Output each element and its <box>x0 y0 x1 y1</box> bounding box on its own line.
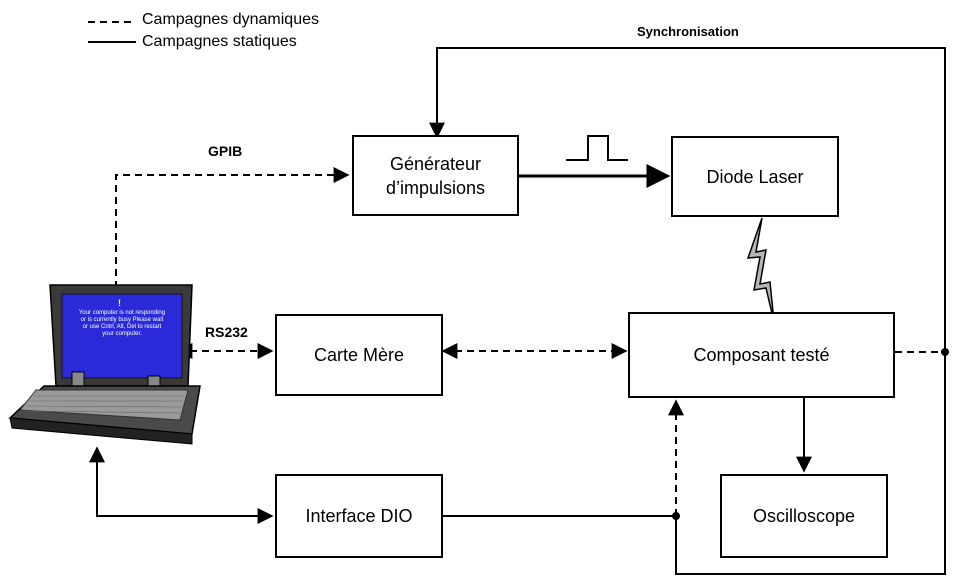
laptop-screen-message: Your computer is not responding or is cu… <box>78 310 166 337</box>
synchronisation-label: Synchronisation <box>637 24 739 39</box>
generateur-box: Générateur d’impulsions <box>352 135 519 216</box>
laptop-to-dio-link <box>89 446 274 524</box>
laptop-icon <box>8 284 201 445</box>
legend-dynamic-label: Campagnes dynamiques <box>142 11 319 28</box>
diode-laser-box: Diode Laser <box>671 136 839 217</box>
legend-static-label: Campagnes statiques <box>142 33 297 50</box>
junction-dot <box>941 348 949 356</box>
gpib-link <box>115 167 350 288</box>
rs232-label: RS232 <box>205 324 248 340</box>
lightning-icon <box>746 217 775 323</box>
composant-teste-box: Composant testé <box>628 312 895 398</box>
dio-return-line <box>675 516 946 575</box>
synchronisation-line <box>429 47 946 532</box>
gpib-label: GPIB <box>208 143 243 159</box>
laptop-screen-exclamation: ! <box>118 298 121 308</box>
keyboard-icon <box>23 395 184 414</box>
interface-dio-box: Interface DIO <box>275 474 443 558</box>
oscilloscope-box: Oscilloscope <box>720 474 888 558</box>
carte-mere-box: Carte Mère <box>275 314 443 396</box>
pulse-icon <box>566 135 628 161</box>
